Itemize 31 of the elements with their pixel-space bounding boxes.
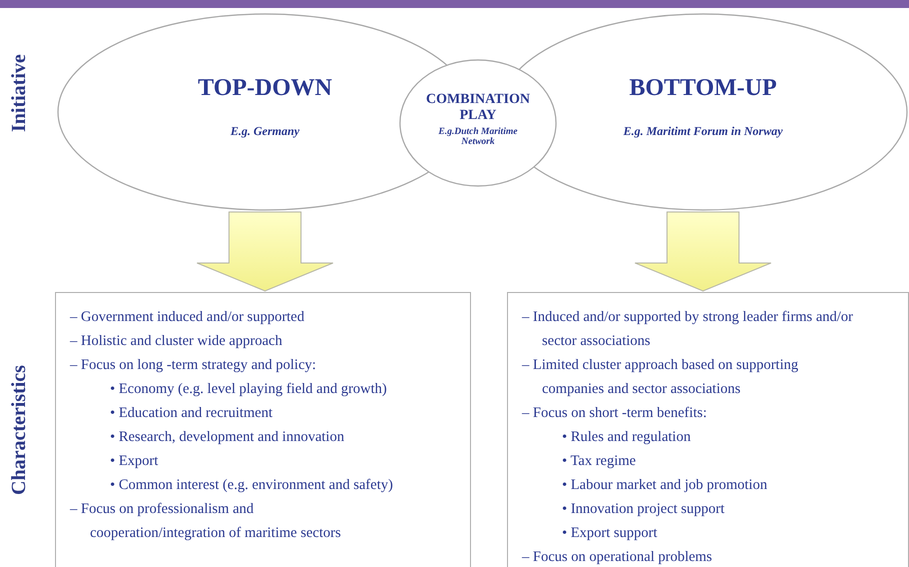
list-item: – Limited cluster approach based on supporting companies and sector associations [522,356,800,399]
block-arrow [196,212,334,292]
axis-label: Initiative [8,54,31,132]
example-text: E.g. Germany [230,124,300,139]
block-arrow [634,212,772,292]
text-panel [55,292,471,567]
bullet-item: • Common interest (e.g. environment and safety) [110,476,394,495]
bullet-item: • Tax regime [562,452,637,471]
list-item: – Focus on professionalism and cooperation/integration of maritime sectors [70,500,342,543]
heading: TOP-DOWN [198,75,332,102]
axis-label: Characteristics [8,365,31,495]
list-item: – Focus on long -term strategy and policy: [70,356,318,375]
bullet-item: • Education and recruitment [110,404,274,423]
heading: BOTTOM-UP [629,75,777,102]
bullet-item: • Rules and regulation [562,428,692,447]
example-text: E.g. Maritimt Forum in Norway [623,124,783,139]
bullet-item: • Labour market and job promotion [562,476,768,495]
bullet-item: • Research, development and innovation [110,428,346,447]
bullet-item: • Economy (e.g. level playing field and growth) [110,380,388,399]
list-item: – Focus on short -term benefits: [522,404,708,423]
bullet-item: • Export [110,452,160,471]
example-text: E.g.Dutch Maritime Network [438,127,518,148]
bullet-item: • Export support [562,524,658,543]
text-panel [507,292,909,567]
heading: COMBINATION PLAY [425,92,531,124]
list-item: – Holistic and cluster wide approach [70,332,284,351]
bullet-item: • Innovation project support [562,500,726,519]
overlap-circle [399,59,557,187]
list-item: – Government induced and/or supported [70,308,306,327]
list-item: – Focus on operational problems [522,548,714,567]
list-item: – Induced and/or supported by strong leader firms and/or sector associations [522,308,854,351]
